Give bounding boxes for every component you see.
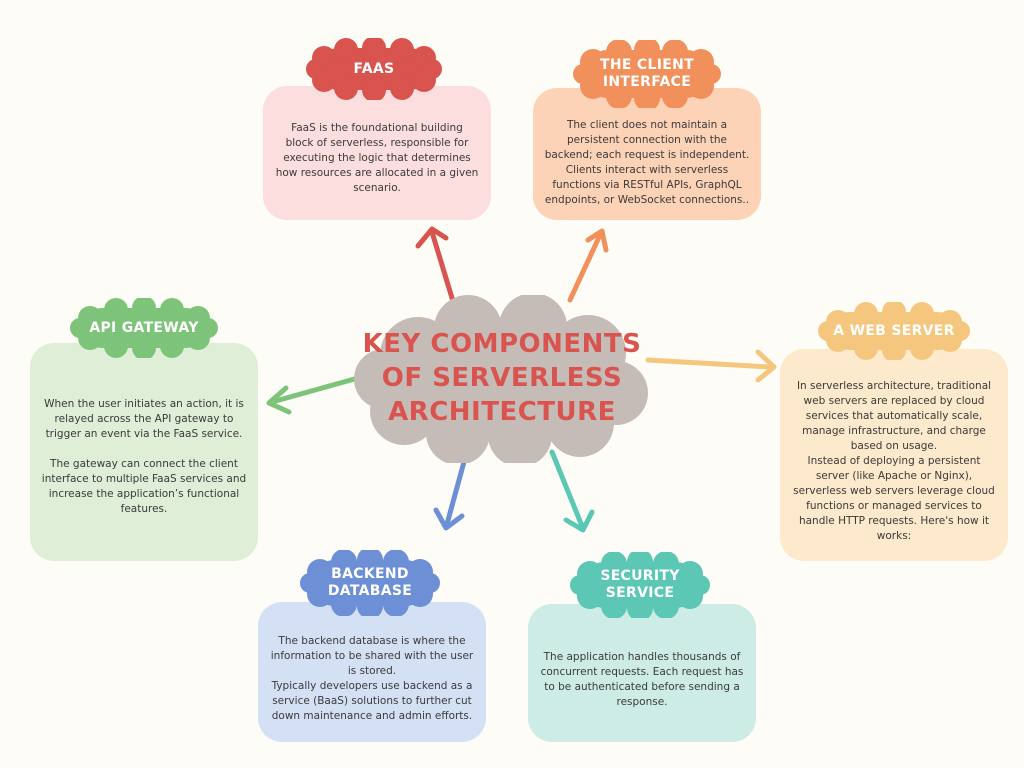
faas-badge: FAAS <box>306 38 442 100</box>
arrow-to-web-server <box>645 349 777 383</box>
web-server-badge: A WEB SERVER <box>818 302 970 360</box>
api-gateway-card: When the user initiates an action, it is… <box>30 343 258 561</box>
web-server-title: A WEB SERVER <box>833 322 955 339</box>
web-server-card: In serverless architecture, traditional … <box>780 349 1008 561</box>
client-badge: THE CLIENT INTERFACE <box>573 40 721 108</box>
security-card: The application handles thousands of con… <box>528 604 756 742</box>
api-gateway-title: API GATEWAY <box>89 319 199 336</box>
backend-card: The backend database is where the inform… <box>258 602 486 742</box>
arrow-to-security <box>549 449 595 533</box>
faas-badge-shape <box>306 38 442 100</box>
backend-badge-shape <box>300 550 440 616</box>
arrow-to-client <box>567 228 609 303</box>
arrow-to-faas <box>415 226 455 301</box>
client-description: The client does not maintain a persisten… <box>544 119 750 206</box>
backend-title: BACKEND DATABASE <box>327 566 413 599</box>
web-server-description: In serverless architecture, traditional … <box>793 379 995 542</box>
security-badge-shape <box>570 552 710 618</box>
faas-title: FAAS <box>353 60 395 77</box>
faas-card: FaaS is the foundational building block … <box>263 86 491 220</box>
client-card: The client does not maintain a persisten… <box>533 88 761 220</box>
client-title: THE CLIENT INTERFACE <box>600 57 694 90</box>
api-gateway-badge: API GATEWAY <box>70 298 218 358</box>
security-description: The application handles thousands of con… <box>540 651 744 708</box>
security-badge: SECURITY SERVICE <box>570 552 710 618</box>
api-gateway-badge-shape <box>70 298 218 358</box>
center-title: KEY COMPONENTS OF SERVERLESS ARCHITECTUR… <box>362 329 642 427</box>
client-badge-shape <box>573 40 721 108</box>
faas-description: FaaS is the foundational building block … <box>275 121 479 194</box>
api-gateway-description: When the user initiates an action, it is… <box>41 398 247 515</box>
web-server-badge-shape <box>818 302 970 360</box>
security-title: SECURITY SERVICE <box>600 568 680 601</box>
center-cloud-shape <box>354 295 648 463</box>
arrow-to-api-gateway <box>266 375 361 415</box>
backend-description: The backend database is where the inform… <box>270 635 474 722</box>
backend-badge: BACKEND DATABASE <box>300 550 440 616</box>
